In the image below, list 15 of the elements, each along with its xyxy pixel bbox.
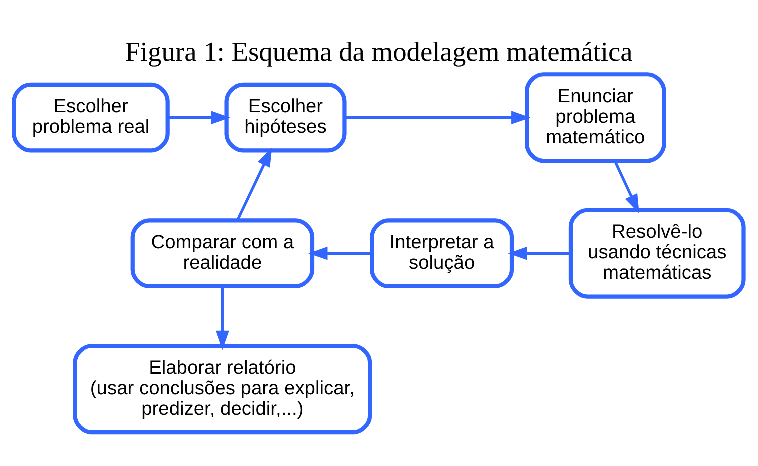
arrow [345,111,531,125]
node-box: Enunciar problema matemático [525,72,666,164]
diagram-title: Figura 1: Esquema da modelagem matemática [125,36,633,67]
arrow [236,148,272,221]
node-box: Resolvê-lo usando técnicas matemáticas [568,208,746,299]
arrow [168,111,230,125]
node-box: Escolher hipóteses [224,82,347,153]
node-box: Elaborar relatório (usar conclusões para explicar, predizer, decidir,...) [73,344,372,435]
node-box: Comparar com a realidade [130,218,315,289]
arrow [614,160,640,214]
node-box: Escolher problema real [12,82,170,153]
arrow [308,246,372,260]
node-box: Interpretar a solução [370,218,514,289]
arrow [508,246,571,260]
arrow [216,287,230,350]
